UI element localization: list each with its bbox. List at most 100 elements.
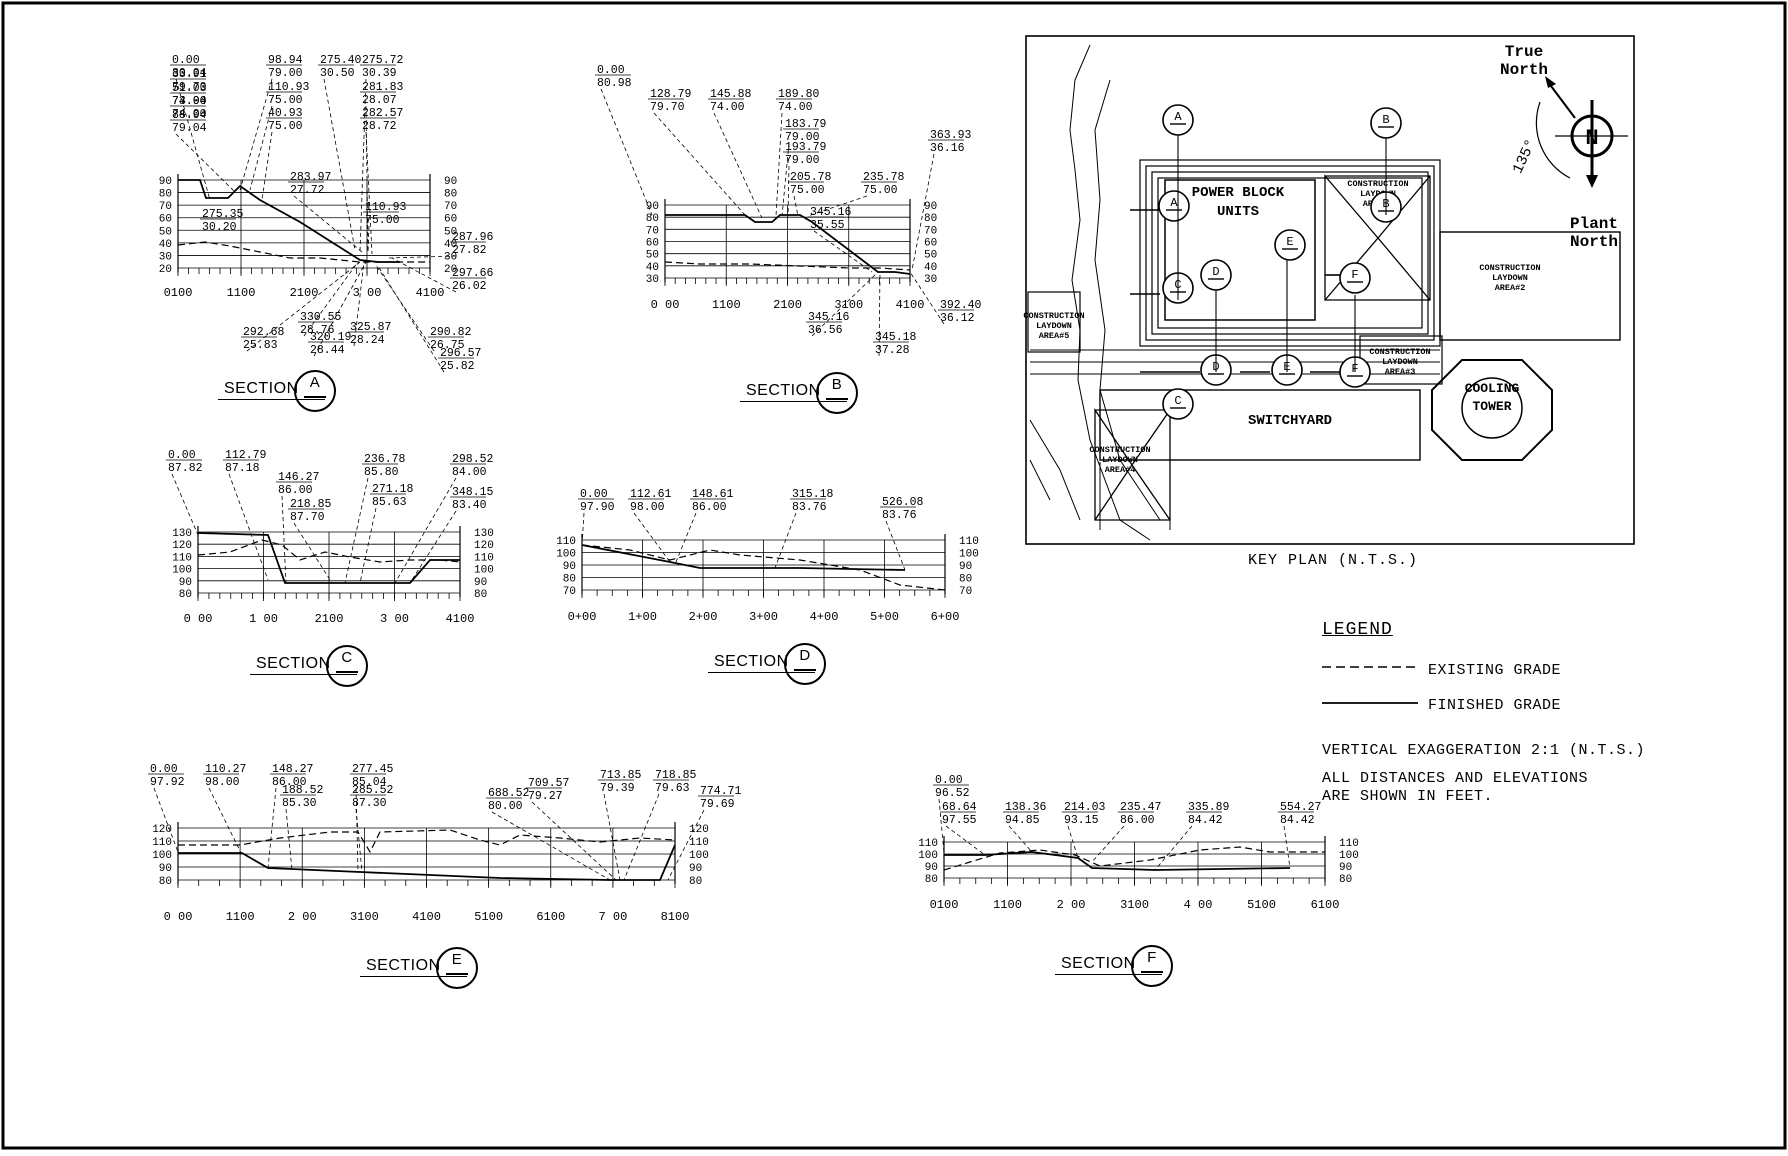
callout-leader — [938, 798, 945, 854]
elevation-callout: 74.00 — [172, 108, 207, 121]
plant-north-arrowhead — [1586, 175, 1598, 188]
power-block-core — [1164, 179, 1316, 321]
elevation-callout: 148.27 — [272, 763, 313, 776]
elevation-callout: 36.12 — [940, 312, 975, 325]
topo-line — [1029, 459, 1051, 501]
elevation-callout: 86.00 — [272, 776, 307, 789]
section-e-title: SECTION E — [360, 947, 478, 989]
elevation-callout: 30.50 — [320, 67, 355, 80]
section-d-letter: D — [799, 647, 811, 664]
station-label: 0100 — [930, 898, 959, 912]
callout-leader — [153, 787, 179, 853]
elevation-label: 20 — [159, 264, 172, 276]
station-label: 4100 — [416, 286, 445, 300]
callout-leader — [713, 112, 763, 219]
elevation-label: 80 — [179, 589, 192, 601]
elevation-callout: 298.52 — [452, 453, 494, 466]
elevation-callout: 80.04 — [172, 67, 207, 80]
elevation-callout: 26.02 — [452, 280, 487, 293]
callout-leader — [623, 793, 660, 881]
elevation-callout: 774.71 — [700, 785, 742, 798]
station-label: 2100 — [773, 298, 802, 312]
laydown-area-5 — [1027, 291, 1081, 353]
elevation-label-right: 90 — [959, 561, 972, 573]
elevation-callout: 145.88 — [710, 88, 752, 101]
section-d-bubble: D — [784, 643, 826, 685]
callout-leader — [1008, 825, 1033, 853]
callout-leader — [581, 512, 585, 546]
note-units-line2: ARE SHOWN IN FEET. — [1322, 788, 1494, 805]
callout-leader — [603, 793, 621, 881]
elevation-label-right: 110 — [1339, 838, 1359, 850]
callout-leader — [775, 112, 783, 217]
elevation-label: 90 — [159, 863, 172, 875]
finished-grade — [581, 544, 906, 571]
elevation-callout: 97.92 — [150, 776, 185, 789]
elevation-callout: 348.15 — [452, 486, 494, 499]
elevation-callout: 86.00 — [692, 501, 727, 514]
elevation-callout: 30.20 — [202, 221, 237, 234]
station-label: 3100 — [1120, 898, 1149, 912]
section-e-bubble: E — [436, 947, 478, 989]
station-label: 3 00 — [380, 612, 409, 626]
callout-leader — [600, 88, 653, 216]
callout-leader — [1091, 825, 1125, 863]
callout-leader — [813, 230, 873, 273]
section-e-letter: E — [451, 951, 463, 968]
finished-grade — [178, 844, 676, 881]
elevation-callout: 33.91 — [172, 68, 207, 81]
callout-leader — [793, 195, 799, 217]
elevation-callout: 36.56 — [808, 324, 843, 337]
elevation-callout: 79.39 — [600, 782, 635, 795]
section-f-title: SECTION F — [1055, 945, 1173, 987]
elevation-callout: 84.42 — [1280, 814, 1315, 827]
section-a-title: SECTION A — [218, 370, 336, 412]
callout-leader — [774, 512, 797, 569]
callout-leader — [246, 261, 361, 352]
laydown-area-4-label: CONSTRUCTION — [1089, 445, 1150, 455]
callout-leader — [491, 811, 611, 881]
elevation-callout: 85.80 — [364, 466, 399, 479]
callout-leader — [171, 473, 199, 536]
marker-circle — [1274, 229, 1306, 261]
elevation-callout: 84.42 — [1188, 814, 1223, 827]
legend-lines — [1322, 666, 1418, 704]
elevation-callout: 83.40 — [452, 499, 487, 512]
elevation-label: 90 — [646, 201, 659, 213]
elevation-label: 100 — [172, 565, 192, 577]
legend-finished-label: FINISHED GRADE — [1428, 697, 1562, 714]
elevation-callout: 110.27 — [205, 763, 246, 776]
marker-letter: C — [1174, 394, 1181, 408]
elevation-callout: 94.85 — [1005, 814, 1040, 827]
elevation-label: 30 — [159, 251, 172, 263]
section-marker: E — [1274, 229, 1306, 261]
marker-letter: A — [1170, 196, 1178, 210]
station-label: 6100 — [1311, 898, 1340, 912]
section-a-bubble: A — [294, 370, 336, 412]
elevation-callout: 85.04 — [352, 776, 387, 789]
elevation-label: 120 — [172, 540, 192, 552]
section-c-title: SECTION C — [250, 645, 368, 687]
elevation-callout: 28.72 — [362, 120, 397, 133]
section-f-label: SECTION — [1055, 955, 1162, 975]
station-label: 1100 — [227, 286, 256, 300]
station-label: 6+00 — [931, 610, 960, 624]
elevation-callout: 36.16 — [930, 142, 965, 155]
section-marker: D — [1200, 259, 1232, 291]
callout-leader — [1283, 825, 1291, 869]
elevation-callout: 315.18 — [792, 488, 834, 501]
marker-letter: E — [1286, 235, 1293, 249]
elevation-callout: 138.36 — [1005, 801, 1047, 814]
elevation-callout: 188.52 — [282, 784, 324, 797]
section-marker: C — [1162, 388, 1194, 420]
elevation-callout: 275.40 — [320, 54, 362, 67]
elevation-label-right: 120 — [689, 824, 709, 836]
elevation-callout: 554.27 — [1280, 801, 1321, 814]
existing-grade — [197, 539, 461, 563]
section-marker: A — [1158, 190, 1190, 222]
elevation-label-right: 80 — [474, 589, 487, 601]
laydown-area-4-label: LAYDOWN — [1102, 455, 1138, 465]
section-c-bubble: C — [326, 645, 368, 687]
elevation-callout: 0.00 — [597, 64, 625, 77]
